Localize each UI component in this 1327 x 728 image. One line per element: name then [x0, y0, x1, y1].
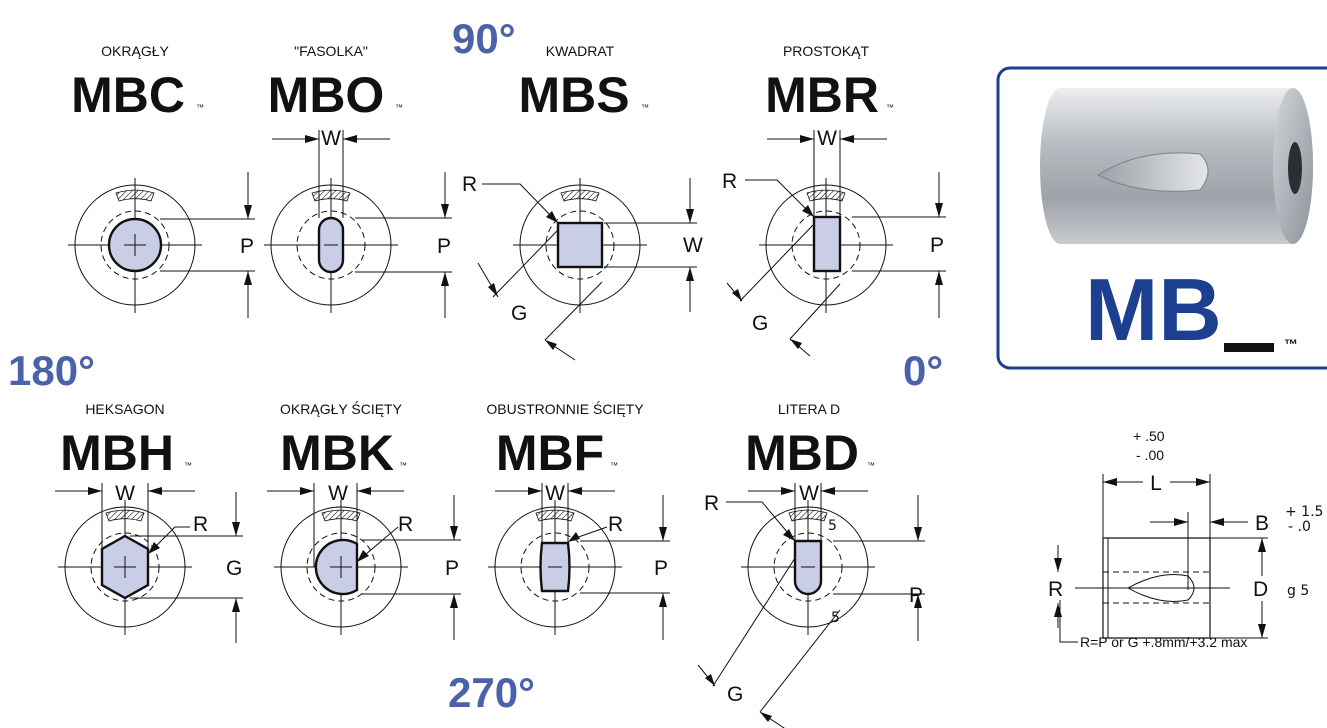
shape-code: MBH — [60, 425, 174, 481]
mark-label: 5 — [831, 610, 840, 626]
shape-name: HEKSAGON — [85, 401, 164, 417]
side-drawing: + .50 - .00 L B + 1.5 - .0 R D g — [1048, 428, 1323, 650]
dim-label-r: R — [608, 513, 623, 536]
dim-label-r: R — [462, 173, 477, 196]
trademark: ™ — [399, 461, 407, 470]
dim-label-g: G — [226, 557, 242, 580]
shape-name: KWADRAT — [546, 43, 615, 59]
d-fit: g 5 — [1287, 583, 1309, 599]
shape-code: MBD — [745, 425, 859, 481]
r-label: R — [1048, 578, 1063, 601]
dim-label-g: G — [752, 312, 768, 335]
length-label: L — [1150, 472, 1162, 495]
dim-label-p: P — [930, 234, 944, 257]
b-label: B — [1255, 512, 1269, 535]
product-trademark: ™ — [1284, 336, 1298, 352]
shape-mbr: PROSTOKĄT MBR ™ — [722, 43, 946, 357]
dim-label-g: G — [511, 302, 527, 325]
angle-label-0: 0° — [903, 347, 943, 394]
dim-label-p: P — [437, 235, 451, 258]
shape-code: MBO — [268, 67, 385, 123]
dim-label-w: W — [683, 234, 703, 257]
trademark: ™ — [395, 103, 403, 112]
section-drawing — [267, 483, 461, 640]
shape-name: LITERA D — [778, 401, 840, 417]
dim-label-r: R — [398, 513, 413, 536]
dim-label-r: R — [704, 492, 719, 515]
shape-mbk: OKRĄGŁY ŚCIĘTY MBK ™ W — [267, 400, 461, 640]
shape-mbs: KWADRAT MBS ™ W R G — [462, 43, 703, 361]
product-card: MB ™ — [996, 66, 1327, 370]
trademark: ™ — [641, 103, 649, 112]
d-label: D — [1253, 578, 1268, 601]
dim-label-w: W — [328, 482, 348, 505]
b-tolerance-upper: + 1.5 — [1285, 504, 1323, 520]
tolerance-lower: - .00 — [1136, 447, 1164, 463]
section-drawing — [488, 483, 670, 640]
section-drawing — [477, 178, 697, 361]
section-drawing — [264, 130, 452, 318]
b-tolerance-lower: - .0 — [1288, 519, 1311, 535]
section-drawing — [55, 483, 243, 643]
dim-label-w: W — [799, 482, 819, 505]
shape-mbo: "FASOLKA" MBO ™ W P — [264, 43, 452, 318]
dim-label-p: P — [240, 235, 254, 258]
shape-code: MBF — [496, 425, 604, 481]
shape-code: MBK — [280, 425, 394, 481]
section-drawing — [726, 130, 946, 357]
shape-name: OKRĄGŁY ŚCIĘTY — [280, 400, 403, 417]
dim-label-w: W — [115, 482, 135, 505]
r-note: R=P or G +.8mm/+3.2 max — [1080, 634, 1247, 650]
shape-code: MBS — [518, 67, 629, 123]
dim-label-g: G — [727, 683, 743, 706]
tolerance-upper: + .50 — [1133, 428, 1165, 444]
shape-code: MBR — [765, 67, 879, 123]
trademark: ™ — [867, 461, 875, 470]
dim-label-w: W — [545, 482, 565, 505]
dim-label-r: R — [193, 513, 208, 536]
trademark: ™ — [610, 461, 618, 470]
product-photo — [1040, 88, 1313, 244]
dim-label-p: P — [445, 557, 459, 580]
dim-label-w: W — [817, 127, 837, 150]
shape-mbh: HEKSAGON MBH ™ W G — [55, 401, 243, 643]
dim-label-r: R — [722, 170, 737, 193]
section-drawing — [68, 172, 255, 318]
section-drawing — [697, 483, 925, 728]
dim-label-w: W — [321, 127, 341, 150]
angle-label-180: 180° — [8, 347, 95, 394]
shape-mbf: OBUSTRONNIE ŚCIĘTY MBF ™ W — [486, 400, 670, 640]
trademark: ™ — [196, 103, 204, 112]
trademark: ™ — [886, 103, 894, 112]
shape-code: MBC — [71, 67, 185, 123]
dim-label-p: P — [654, 557, 668, 580]
shape-mbd: LITERA D MBD ™ — [697, 401, 925, 728]
product-blank — [1224, 343, 1274, 352]
angle-label-270: 270° — [448, 669, 535, 716]
shape-name: PROSTOKĄT — [783, 43, 870, 59]
dim-label-p: P — [909, 584, 923, 607]
mark-label: 5 — [828, 518, 837, 534]
shape-mbc: OKRĄGŁY MBC ™ P — [68, 43, 255, 318]
trademark: ™ — [184, 461, 192, 470]
shape-name: OKRĄGŁY — [101, 43, 169, 59]
shape-name: "FASOLKA" — [294, 43, 368, 59]
angle-label-90: 90° — [452, 15, 516, 62]
shape-name: OBUSTRONNIE ŚCIĘTY — [486, 400, 644, 417]
product-code: MB — [1085, 260, 1222, 359]
